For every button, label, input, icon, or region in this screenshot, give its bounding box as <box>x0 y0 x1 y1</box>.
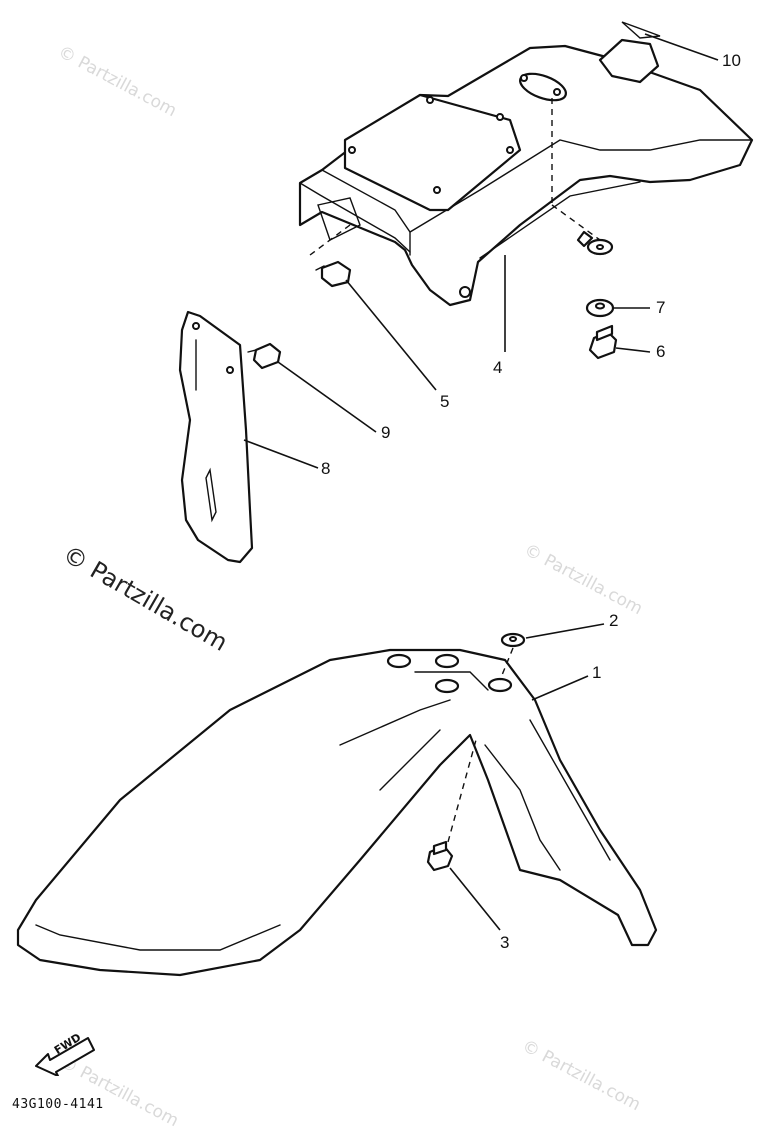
callout-3: 3 <box>500 933 510 952</box>
grommet-nut <box>315 260 437 391</box>
washer-front <box>499 623 605 681</box>
callout-7: 7 <box>656 298 666 317</box>
callout-8: 8 <box>321 459 331 478</box>
tail-bracket <box>598 21 719 84</box>
callout-2: 2 <box>609 611 619 630</box>
callout-9: 9 <box>381 423 391 442</box>
callout-1: 1 <box>592 663 602 682</box>
callout-6: 6 <box>656 342 666 361</box>
flap-bolt <box>247 342 377 433</box>
forward-arrow-icon <box>35 1037 95 1076</box>
collar <box>585 298 650 318</box>
callout-5: 5 <box>440 392 450 411</box>
front-fender <box>16 648 658 977</box>
rear-fender <box>298 44 754 307</box>
drawing-number: 43G100-4141 <box>12 1097 104 1112</box>
bolt-rear <box>588 324 651 360</box>
callout-10: 10 <box>722 51 741 70</box>
bolt-front <box>426 739 501 931</box>
clip-washer <box>576 230 614 256</box>
callout-4: 4 <box>493 358 503 377</box>
mud-flap <box>178 310 319 564</box>
